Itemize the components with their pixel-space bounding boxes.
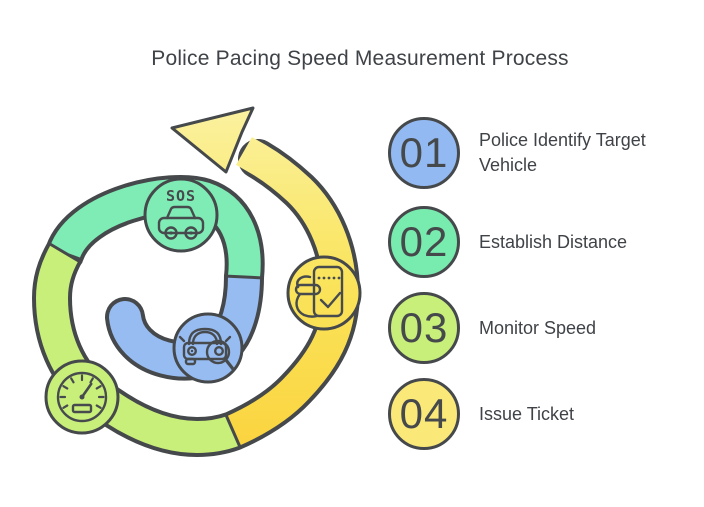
step-number: 01 [399, 129, 449, 176]
spiral-arrow-svg: SOS [32, 106, 362, 457]
car-search-icon [178, 327, 235, 371]
spiral-process-diagram: SOS [20, 88, 370, 473]
step-item-1: 01 Police Identify Target Vehicle [388, 117, 679, 189]
step-number: 02 [399, 218, 449, 265]
step-number: 03 [399, 304, 449, 351]
step-number-badge: 02 [388, 206, 460, 278]
page-title: Police Pacing Speed Measurement Process [151, 47, 569, 70]
speedometer-icon [56, 371, 108, 423]
step-list: 01 Police Identify Target Vehicle 02 Est… [388, 117, 679, 464]
step-number-badge: 04 [388, 378, 460, 450]
step-label: Monitor Speed [479, 317, 597, 338]
segment-dividers [49, 242, 265, 448]
step-label: Police Identify Target Vehicle [479, 130, 646, 175]
step-item-3: 03 Monitor Speed [388, 292, 679, 364]
ticket-hand-icon [294, 265, 344, 318]
step-item-2: 02 Establish Distance [388, 206, 679, 278]
sos-car-icon: SOS [157, 187, 205, 240]
arrow-head [170, 106, 255, 174]
step-label: Establish Distance [479, 231, 628, 252]
step-number-badge: 03 [388, 292, 460, 364]
svg-text:SOS: SOS [166, 187, 196, 205]
step-item-4: 04 Issue Ticket [388, 378, 679, 450]
step-number-badge: 01 [388, 117, 460, 189]
step-number: 04 [399, 390, 449, 437]
step-label: Issue Ticket [479, 403, 575, 424]
